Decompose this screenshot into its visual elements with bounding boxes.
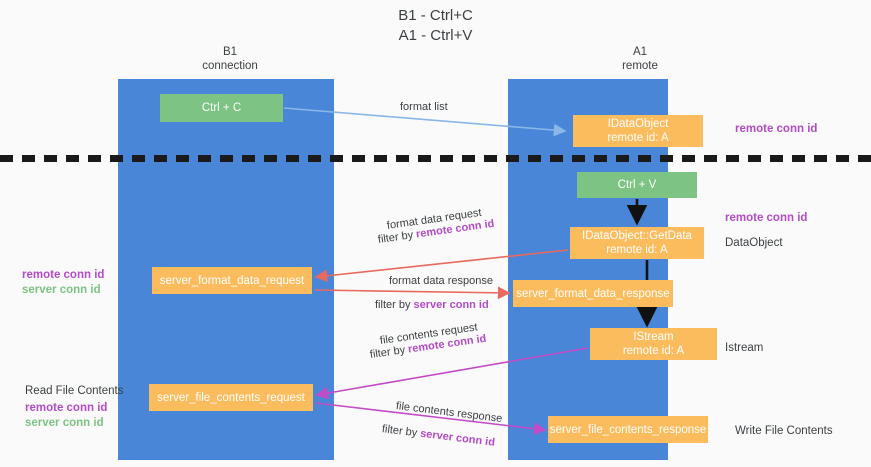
annotation-write-file-contents: Write File Contents: [735, 425, 833, 437]
node-server-file-contents-response[interactable]: server_file_contents_response: [548, 416, 708, 443]
node-ctrl-v[interactable]: Ctrl + V: [577, 172, 697, 198]
filter-prefix: filter by: [377, 228, 417, 246]
annotation-read-file-contents: Read File Contents: [25, 385, 124, 397]
node-server-format-data-response[interactable]: server_format_data_response: [513, 280, 673, 307]
annotation-remote-conn-id: remote conn id: [25, 402, 108, 414]
node-idataobject-getdata[interactable]: IDataObject::GetData remote id: A: [570, 227, 704, 259]
annotation-remote-conn-id: remote conn id: [22, 269, 105, 281]
node-idataobject[interactable]: IDataObject remote id: A: [573, 115, 703, 147]
node-server-file-contents-request[interactable]: server_file_contents_request: [149, 384, 313, 411]
node-ctrl-c[interactable]: Ctrl + C: [160, 94, 283, 122]
filter-key-server-conn-id: server conn id: [413, 299, 489, 311]
diagram-title: B1 - Ctrl+C A1 - Ctrl+V: [398, 7, 473, 44]
node-server-format-data-request[interactable]: server_format_data_request: [152, 267, 312, 294]
annotation-left-conn-ids-top: remote conn id server conn id: [22, 268, 104, 298]
annotation-left-conn-ids-bottom: remote conn id server conn id: [25, 401, 107, 431]
annotation-server-conn-id: server conn id: [25, 417, 104, 429]
label-file-contents-response: file contents response: [395, 400, 503, 425]
filter-prefix: filter by: [369, 343, 409, 361]
column-header-a1: A1 remote: [622, 46, 658, 72]
node-istream[interactable]: IStream remote id: A: [590, 328, 717, 360]
annotation-remote-conn-id-top: remote conn id: [735, 123, 818, 135]
label-format-list: format list: [400, 101, 448, 113]
filter-prefix: filter by: [381, 423, 421, 440]
label-format-data-response: format data response: [389, 275, 493, 287]
arrow-format-data-response: [314, 286, 511, 300]
annotation-remote-conn-id-mid: remote conn id: [725, 212, 808, 224]
annotation-dataobject: DataObject: [725, 237, 783, 249]
annotation-istream: Istream: [725, 342, 764, 354]
filter-prefix: filter by: [375, 299, 414, 311]
label-file-contents-response-filter: filter by server conn id: [381, 422, 496, 450]
label-format-data-response-filter: filter by server conn id: [375, 298, 489, 312]
filter-key-server-conn-id: server conn id: [419, 427, 496, 449]
column-header-b1: B1 connection: [202, 46, 258, 72]
annotation-server-conn-id: server conn id: [22, 284, 101, 296]
dashed-separator: [0, 155, 871, 162]
